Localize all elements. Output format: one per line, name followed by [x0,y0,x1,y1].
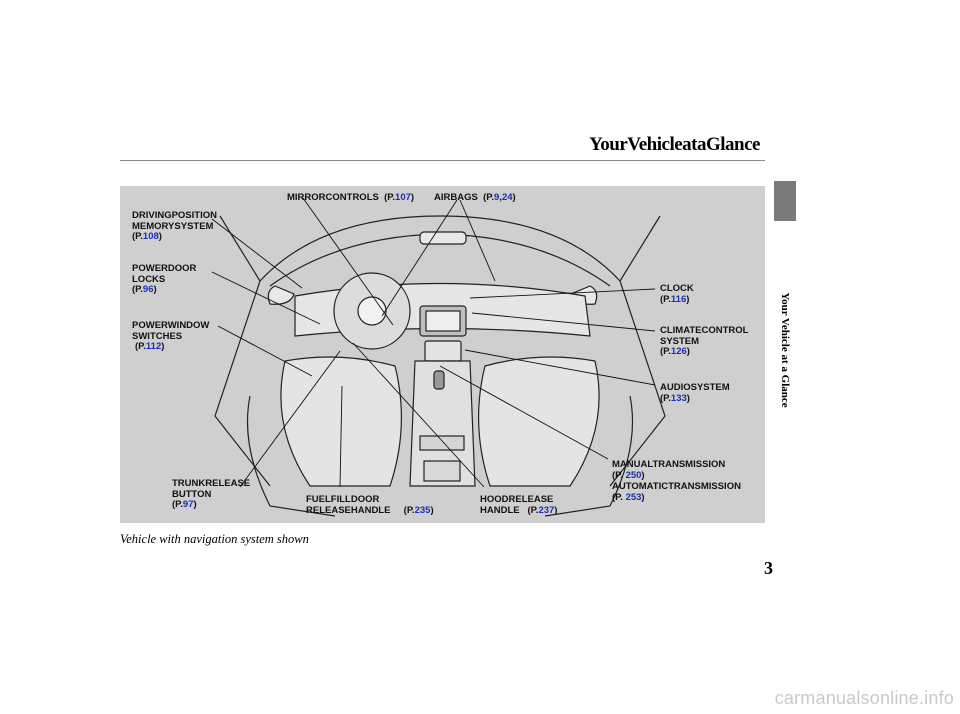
section-tab-marker [774,181,796,221]
label-power-window-ref: (P. [135,341,146,352]
label-clock: CLOCK (P.116) [660,283,694,305]
label-fuel-fill-ref-close: ) [430,504,434,516]
page-number: 3 [764,558,773,578]
label-fuel-fill-line1: FUELFILLDOOR [306,494,380,505]
label-auto-trans-ref: (P. [612,491,626,503]
label-trunk-release: TRUNKRELEASE BUTTON (P.97) [172,478,251,511]
label-power-door-locks: POWERDOOR LOCKS (P.96) [132,263,197,296]
label-climate-ref-close: ) [686,346,690,357]
label-climate-line2: SYSTEM [660,335,700,347]
label-audio-ref-close: ) [686,392,690,404]
label-power-door-locks-ref: (P. [132,284,143,295]
watermark: carmanualsonline.info [774,688,954,708]
label-clock-ref-close: ) [686,293,690,305]
section-tab-label: Your Vehicle at a Glance [779,292,791,408]
label-manual-trans-ref: (P. [612,469,626,481]
label-driving-position-page[interactable]: 108 [142,231,159,242]
label-trunk-release-ref-close: ) [193,499,197,510]
figure-caption: Vehicle with navigation system shown [120,532,309,546]
label-power-window-page[interactable]: 112 [145,341,162,352]
label-hood-release-line1: HOODRELEASE [480,494,554,505]
label-fuel-fill-door: FUELFILLDOOR RELEASEHANDLE (P.235) [306,494,434,516]
label-audio-line1: AUDIOSYSTEM [660,382,730,393]
label-trunk-release-page[interactable]: 97 [182,499,194,510]
interior-drawing [211,197,666,517]
label-auto-trans-ref-close: ) [641,491,645,503]
label-hood-release-ref-close: ) [554,504,558,516]
label-driving-position: DRIVINGPOSITION MEMORYSYSTEM (P.108) [132,210,217,243]
label-automatic-transmission: AUTOMATICTRANSMISSION (P. 253) [612,481,741,503]
label-trunk-release-ref: (P. [172,499,183,510]
label-audio-system: AUDIOSYSTEM (P.133) [660,382,730,404]
label-clock-page[interactable]: 116 [670,293,687,305]
label-manual-trans-page[interactable]: 250 [625,469,642,481]
label-driving-position-line1: DRIVINGPOSITION [132,210,217,221]
vehicle-interior-illustration: MIRRORCONTROLS (P.107) AIRBAGS (P.9,24) … [120,186,765,523]
label-clock-ref: (P. [660,293,671,305]
label-power-door-locks-line2: LOCKS [132,273,166,285]
label-driving-position-ref: (P. [132,231,143,242]
label-driving-position-ref-close: ) [158,231,162,242]
label-fuel-fill-page[interactable]: 235 [414,504,431,516]
label-power-door-locks-page[interactable]: 96 [142,284,154,295]
label-climate-control: CLIMATECONTROL SYSTEM (P.126) [660,325,749,358]
label-trunk-release-line1: TRUNKRELEASE [172,478,251,489]
label-hood-release-line2: HANDLE [480,504,520,516]
label-climate-line1: CLIMATECONTROL [660,325,749,336]
label-fuel-fill-line2: RELEASEHANDLE [306,504,391,516]
label-audio-page[interactable]: 133 [670,392,687,404]
label-power-window-line2: SWITCHES [132,330,183,342]
label-hood-release-ref: (P. [527,504,539,516]
title-rule [120,160,765,161]
label-climate-ref: (P. [660,346,671,357]
label-airbags-page-1[interactable]: 9 [494,192,500,203]
label-airbags-text: AIRBAGS [434,192,478,203]
label-mirror-controls-text: MIRRORCONTROLS [287,192,379,203]
label-manual-trans-ref-close: ) [641,469,645,481]
label-mirror-controls: MIRRORCONTROLS (P.107) [287,192,415,204]
label-mirror-controls-page[interactable]: 107 [395,192,411,203]
label-driving-position-line2: MEMORYSYSTEM [132,220,214,232]
label-mirror-controls-ref-close: ) [410,192,415,203]
label-power-door-locks-line1: POWERDOOR [132,263,197,274]
label-hood-release-page[interactable]: 237 [538,504,555,516]
label-power-window-line1: POWERWINDOW [132,320,210,331]
label-manual-trans-line1: MANUALTRANSMISSION [612,459,726,470]
label-power-window-ref-close: ) [161,341,165,352]
label-fuel-fill-ref: (P. [403,504,415,516]
label-auto-trans-page[interactable]: 253 [625,491,642,503]
label-trunk-release-line2: BUTTON [172,488,212,500]
label-power-window: POWERWINDOW SWITCHES (P.112) [132,320,210,353]
label-airbags-ref-close: ) [512,192,516,203]
label-airbags: AIRBAGS (P.9,24) [434,192,516,204]
label-auto-trans-line1: AUTOMATICTRANSMISSION [612,481,741,492]
label-manual-transmission: MANUALTRANSMISSION (P. 250) [612,459,726,481]
page-title: YourVehicleataGlance [589,134,760,155]
label-airbags-ref: (P. [483,192,495,203]
label-climate-page[interactable]: 126 [670,346,687,357]
label-airbags-page-2[interactable]: 24 [501,192,513,203]
label-hood-release: HOODRELEASE HANDLE (P.237) [480,494,558,516]
label-airbags-sep: , [499,192,502,203]
label-power-door-locks-ref-close: ) [153,284,157,295]
label-clock-line1: CLOCK [660,283,694,294]
label-audio-ref: (P. [660,392,671,404]
label-mirror-controls-ref: (P. [384,192,396,203]
